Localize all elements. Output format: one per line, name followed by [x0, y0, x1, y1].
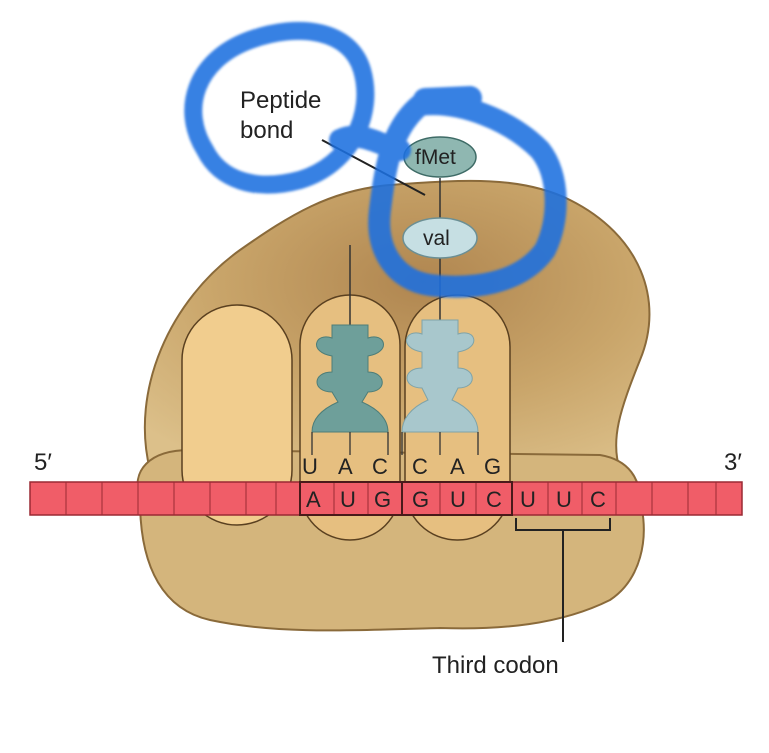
five-prime-label: 5′	[34, 449, 52, 476]
ribosome-e-site	[181, 304, 293, 526]
codon-1-base-3: G	[374, 487, 391, 512]
handwritten-highlight	[184, 21, 567, 298]
anticodon-1-base-2: A	[338, 454, 353, 479]
peptide-label-line2: bond	[240, 117, 293, 144]
trna-a-site	[401, 255, 479, 455]
codon-3-base-3: C	[590, 487, 606, 512]
anticodon-2-base-3: G	[484, 454, 501, 479]
val-label: val	[423, 227, 450, 250]
codon-2-base-1: G	[412, 487, 429, 512]
anticodon-1-base-1: U	[302, 454, 318, 479]
fmet-label: fMet	[415, 146, 456, 169]
anticodon-1-base-3: C	[372, 454, 388, 479]
third-codon-label: Third codon	[432, 652, 559, 679]
anticodon-2-base-2: A	[450, 454, 465, 479]
peptide-label-line1: Peptide	[240, 87, 321, 114]
codon-1-base-1: A	[306, 487, 321, 512]
codon-3-base-1: U	[520, 487, 536, 512]
codon-2-base-3: C	[486, 487, 502, 512]
val-amino-acid	[402, 217, 478, 259]
mrna-strand	[29, 481, 743, 516]
third-codon-bracket	[515, 518, 611, 642]
codon-2-base-2: U	[450, 487, 466, 512]
codon-1-base-2: U	[340, 487, 356, 512]
three-prime-label: 3′	[724, 449, 742, 476]
codon-3-base-2: U	[556, 487, 572, 512]
anticodon-2-base-1: C	[412, 454, 428, 479]
trna-p-site	[311, 245, 389, 455]
